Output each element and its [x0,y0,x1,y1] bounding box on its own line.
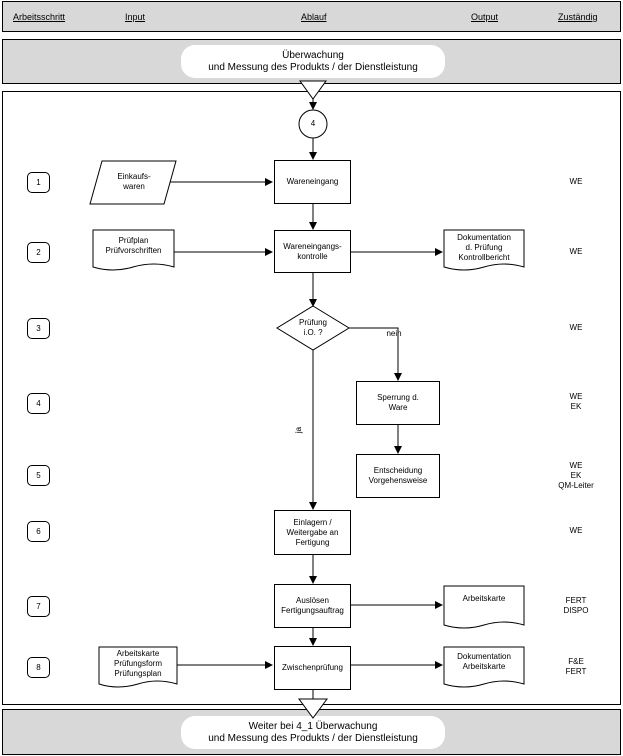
process-label: kontrolle [297,251,328,261]
top-band-label: Überwachung und Messung des Produkts / d… [181,45,445,78]
process-label: Ware [388,403,408,412]
responsible-label: FERT [565,667,587,676]
output-arbeitskarte-shape [443,585,525,629]
input-label: Arbeitskarte [116,649,160,658]
input-label: Prüfvorschriften [105,246,162,255]
responsible-label: WE [569,177,583,186]
top-flow-triangle [299,80,327,100]
responsible-2: WE [548,247,604,257]
decision-label-line1: Prüfung [298,318,328,327]
input-pruefplan-shape [92,229,175,271]
input-label: Prüfplan [118,236,149,245]
edge-label-nein: nein [386,329,402,338]
responsible-label: WE [569,461,583,470]
process-einlagern: Einlagern / Weitergabe an Fertigung [274,510,351,555]
output-label: Kontrollbericht [458,253,510,262]
input-arbeitskarte: Arbeitskarte Prüfungsform Prüfungsplan [99,648,177,680]
input-label: waren [123,182,145,191]
responsible-6: WE [548,526,604,536]
header-input: Input [125,12,146,22]
header-output: Output [471,12,499,22]
process-wareneingang: Wareneingang [274,160,351,204]
input-einkaufswaren-shape [89,160,177,205]
output-label: Arbeitskarte [462,594,506,603]
output-doku2-shape [443,646,525,688]
responsible-4: WE EK [548,392,604,412]
responsible-label: WE [569,247,583,256]
process-label: Weitergabe an [286,527,339,537]
top-band: Überwachung und Messung des Produkts / d… [2,39,621,84]
input-arbeitskarte-shape [98,646,178,688]
output-doku1: Dokumentation d. Prüfung Kontrollbericht [444,232,524,264]
responsible-label: WE [569,392,583,401]
header-zustaendig: Zuständig [558,12,598,22]
responsible-label: F&E [568,657,584,666]
responsible-label: WE [569,526,583,535]
step-4: 4 [27,393,50,414]
process-label: Wareneingang [286,177,339,186]
output-label: Arbeitskarte [462,662,506,671]
process-label: Entscheidung [373,466,423,475]
input-pruefplan: Prüfplan Prüfvorschriften [93,234,174,258]
step-3: 3 [27,318,50,339]
responsible-label: WE [569,323,583,332]
connector-label: 4 [310,119,316,128]
step-7: 7 [27,596,50,617]
bottom-band-line1: Weiter bei 4_1 Überwachung [248,720,378,732]
output-label: d. Prüfung [465,243,503,252]
output-arbeitskarte: Arbeitskarte [444,592,524,606]
process-kontrolle: Wareneingangs- kontrolle [274,230,351,273]
header-ablauf: Ablauf [301,12,327,22]
process-label: Fertigung [295,537,330,547]
responsible-1: WE [548,177,604,187]
step-8: 8 [27,657,50,678]
decision-label: Prüfung i.O. ? [283,318,343,338]
step-1: 1 [27,172,50,193]
responsible-label: QM-Leiter [558,481,594,490]
decision-diamond [276,305,350,351]
decision-label-line2: i.O. ? [303,328,323,337]
process-entscheidung: Entscheidung Vorgehensweise [356,454,440,498]
responsible-label: EK [570,402,582,411]
responsible-5: WE EK QM-Leiter [548,461,604,491]
output-label: Dokumentation [457,652,511,661]
header-arbeitsschritt: Arbeitsschritt [13,12,66,22]
process-zwischenpruefung: Zwischenprüfung [274,646,351,690]
process-label: Zwischenprüfung [282,663,343,672]
process-label: Wareneingangs- [283,241,342,251]
responsible-label: FERT [565,596,587,605]
process-label: Einlagern / [293,517,332,527]
output-doku1-shape [443,229,525,271]
step-6: 6 [27,521,50,542]
process-label: Vorgehensweise [368,476,428,485]
step-5: 5 [27,465,50,486]
input-label: Prüfungsform [113,659,163,668]
responsible-label: DISPO [563,606,589,615]
step-2: 2 [27,242,50,263]
input-label: Einkaufs- [117,172,151,181]
responsible-8: F&E FERT [548,657,604,677]
responsible-label: EK [570,471,582,480]
input-label: Prüfungsplan [114,669,162,678]
input-einkaufswaren: Einkaufs- waren [98,168,170,196]
top-band-line2: und Messung des Produkts / der Dienstlei… [208,61,418,73]
responsible-3: WE [548,323,604,333]
process-sperrung: Sperrung d. Ware [356,381,440,425]
process-label: Auslösen [296,596,329,605]
edge-label-ja: ja [294,426,303,434]
bottom-band-line2: und Messung des Produkts / der Dienstlei… [208,732,418,744]
responsible-7: FERT DISPO [548,596,604,616]
bottom-band-label: Weiter bei 4_1 Überwachung und Messung d… [181,716,445,749]
column-header: Arbeitsschritt Input Ablauf Output Zustä… [2,1,621,32]
bottom-flow-triangle [298,698,328,719]
top-band-line1: Überwachung [282,49,344,61]
output-doku2: Dokumentation Arbeitskarte [444,650,524,674]
output-label: Dokumentation [457,233,511,242]
process-ausloesen: Auslösen Fertigungsauftrag [274,584,351,628]
process-label: Sperrung d. [377,393,419,402]
process-label: Fertigungsauftrag [281,606,344,615]
